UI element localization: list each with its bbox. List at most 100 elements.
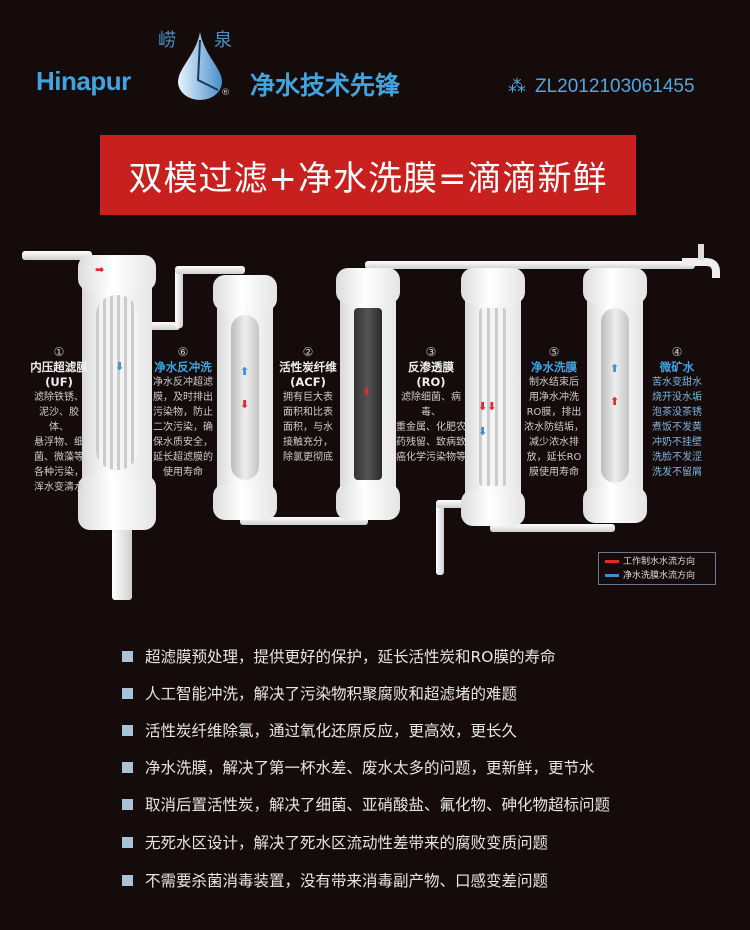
desc-line: 除氯更彻底 xyxy=(283,452,333,463)
desc-line: 洗发不留屑 xyxy=(652,467,702,478)
flow-arrow-red: ⬆ xyxy=(362,385,372,398)
registered-mark: ® xyxy=(221,88,230,98)
filter-title: 净水反冲洗 xyxy=(154,360,212,374)
flow-legend: 工作制水水流方向 净水洗膜水流方向 xyxy=(598,552,716,585)
patent-number: ZL2012103061455 xyxy=(535,76,695,97)
feature-item: 超滤膜预处理，提供更好的保护，延长活性炭和RO膜的寿命 xyxy=(122,645,555,667)
desc-line: 面积，与水 xyxy=(283,422,333,433)
flow-arrow-red: ⬆ xyxy=(610,395,620,408)
desc-line: 重金属、化肥农 xyxy=(396,422,466,433)
filter-subtitle: (UF) xyxy=(45,375,73,389)
desc-line: 放，延长RO xyxy=(526,452,582,463)
pipe xyxy=(150,322,180,330)
logo-char-left: 崂 xyxy=(158,30,176,51)
feature-text: 活性炭纤维除氯，通过氧化还原反应，更高效，更长久 xyxy=(145,722,518,740)
feature-text: 无死水区设计，解决了死水区流动性差带来的腐败变质问题 xyxy=(145,834,549,852)
water-drop-logo-icon xyxy=(178,32,222,100)
feature-item: 净水洗膜，解决了第一杯水差、废水太多的问题，更新鲜，更节水 xyxy=(122,756,595,778)
feature-text: 不需要杀菌消毒装置，没有带来消毒副产物、口感变差问题 xyxy=(145,872,549,890)
flow-arrow-red: ➡ xyxy=(95,263,105,276)
pipe xyxy=(490,524,615,532)
desc-line: 烧开没水垢 xyxy=(652,392,702,403)
pipe xyxy=(365,261,695,269)
pipe xyxy=(175,268,183,328)
desc-line: 浓水防结垢， xyxy=(524,422,584,433)
brand-name: Hinapur xyxy=(36,66,131,96)
feature-text: 净水洗膜，解决了第一杯水差、废水太多的问题，更新鲜，更节水 xyxy=(145,759,595,777)
pipe xyxy=(436,500,466,508)
bullet-icon xyxy=(122,687,133,699)
flow-arrow-blue: ⬇ xyxy=(478,425,488,438)
flow-arrow-blue: ⬆ xyxy=(240,365,250,378)
feature-item: 不需要杀菌消毒装置，没有带来消毒副产物、口感变差问题 xyxy=(122,869,548,891)
desc-line: 拥有巨大表 xyxy=(283,392,333,403)
step-number: ⑤ xyxy=(548,345,560,359)
desc-line: 使用寿命 xyxy=(163,467,203,478)
filter-acf xyxy=(336,268,400,520)
filter-title: 内压超滤膜 xyxy=(30,360,88,374)
logo-char-right: 泉 xyxy=(214,30,232,51)
filter-title: 反渗透膜 xyxy=(408,360,454,374)
desc-line: 煮饭不发黄 xyxy=(652,422,702,433)
desc-line: 延长超滤膜的 xyxy=(153,452,213,463)
patent-icon: ⁂ xyxy=(508,76,526,97)
filter-title: 净水洗膜 xyxy=(531,360,577,374)
filter-mineral xyxy=(583,268,647,523)
filter-title: 活性炭纤维 xyxy=(279,360,337,374)
desc-line: 膜，及时排出 xyxy=(153,392,213,403)
step-number: ① xyxy=(53,345,65,359)
feature-text: 超滤膜预处理，提供更好的保护，延长活性炭和RO膜的寿命 xyxy=(145,648,556,666)
bullet-icon xyxy=(122,874,133,886)
desc-line: 泡茶没茶锈 xyxy=(652,407,702,418)
bullet-icon xyxy=(122,761,133,773)
desc-line: 菌、微藻等 xyxy=(34,452,84,463)
flush-valve xyxy=(112,528,132,600)
inlet-pipe xyxy=(22,251,92,260)
flow-arrow-blue: ⬆ xyxy=(610,362,620,375)
desc-line: 保水质安全， xyxy=(153,437,213,448)
desc-line: 面积和比表 xyxy=(283,407,333,418)
feature-item: 人工智能冲洗，解决了污染物积聚腐败和超滤堵的难题 xyxy=(122,682,517,704)
legend-blue-label: 净水洗膜水流方向 xyxy=(623,571,696,581)
desc-line: 悬浮物、细 xyxy=(34,437,84,448)
desc-line: 膜使用寿命 xyxy=(529,467,579,478)
step-number: ⑥ xyxy=(177,345,189,359)
feature-item: 取消后置活性炭，解决了细菌、亚硝酸盐、氟化物、砷化物超标问题 xyxy=(122,793,610,815)
bullet-icon xyxy=(122,798,133,810)
desc-line: 滤除细菌、病毒、 xyxy=(401,392,461,418)
desc-line: 浑水变清水 xyxy=(34,482,84,493)
bullet-icon xyxy=(122,650,133,662)
filter-subtitle: (RO) xyxy=(416,375,446,389)
slogan: 净水技术先锋 xyxy=(250,71,401,100)
desc-line: 滤除铁锈、 xyxy=(34,392,84,403)
desc-line: 泥沙、胶体、 xyxy=(39,407,79,433)
feature-text: 取消后置活性炭，解决了细菌、亚硝酸盐、氟化物、砷化物超标问题 xyxy=(145,796,611,814)
filter-title: 微矿水 xyxy=(659,360,695,374)
step-number: ④ xyxy=(671,345,683,359)
desc-line: 洗脸不发涩 xyxy=(652,452,702,463)
faucet-icon xyxy=(682,244,720,278)
desc-line: 各种污染， xyxy=(34,467,84,478)
flow-arrow-red: ⬇⬇ xyxy=(478,400,497,413)
feature-item: 无死水区设计，解决了死水区流动性差带来的腐败变质问题 xyxy=(122,831,548,853)
desc-line: RO膜，排出 xyxy=(526,407,582,418)
bullet-icon xyxy=(122,724,133,736)
step-number: ③ xyxy=(425,345,437,359)
flow-arrow-red: ⬇ xyxy=(240,398,250,411)
desc-line: 接触充分， xyxy=(283,437,333,448)
desc-line: 净水反冲超滤 xyxy=(153,377,213,388)
step-number: ② xyxy=(302,345,314,359)
pipe xyxy=(240,517,368,525)
filter-ro xyxy=(461,268,525,526)
feature-text: 人工智能冲洗，解决了污染物积聚腐败和超滤堵的难题 xyxy=(145,685,518,703)
desc-line: 癌化学污染物等 xyxy=(396,452,466,463)
drain-pipe xyxy=(436,500,444,575)
desc-line: 药残留、致病致 xyxy=(396,437,466,448)
pipe xyxy=(175,266,245,274)
desc-line: 二次污染，确 xyxy=(153,422,213,433)
desc-line: 制水结束后 xyxy=(529,377,579,388)
